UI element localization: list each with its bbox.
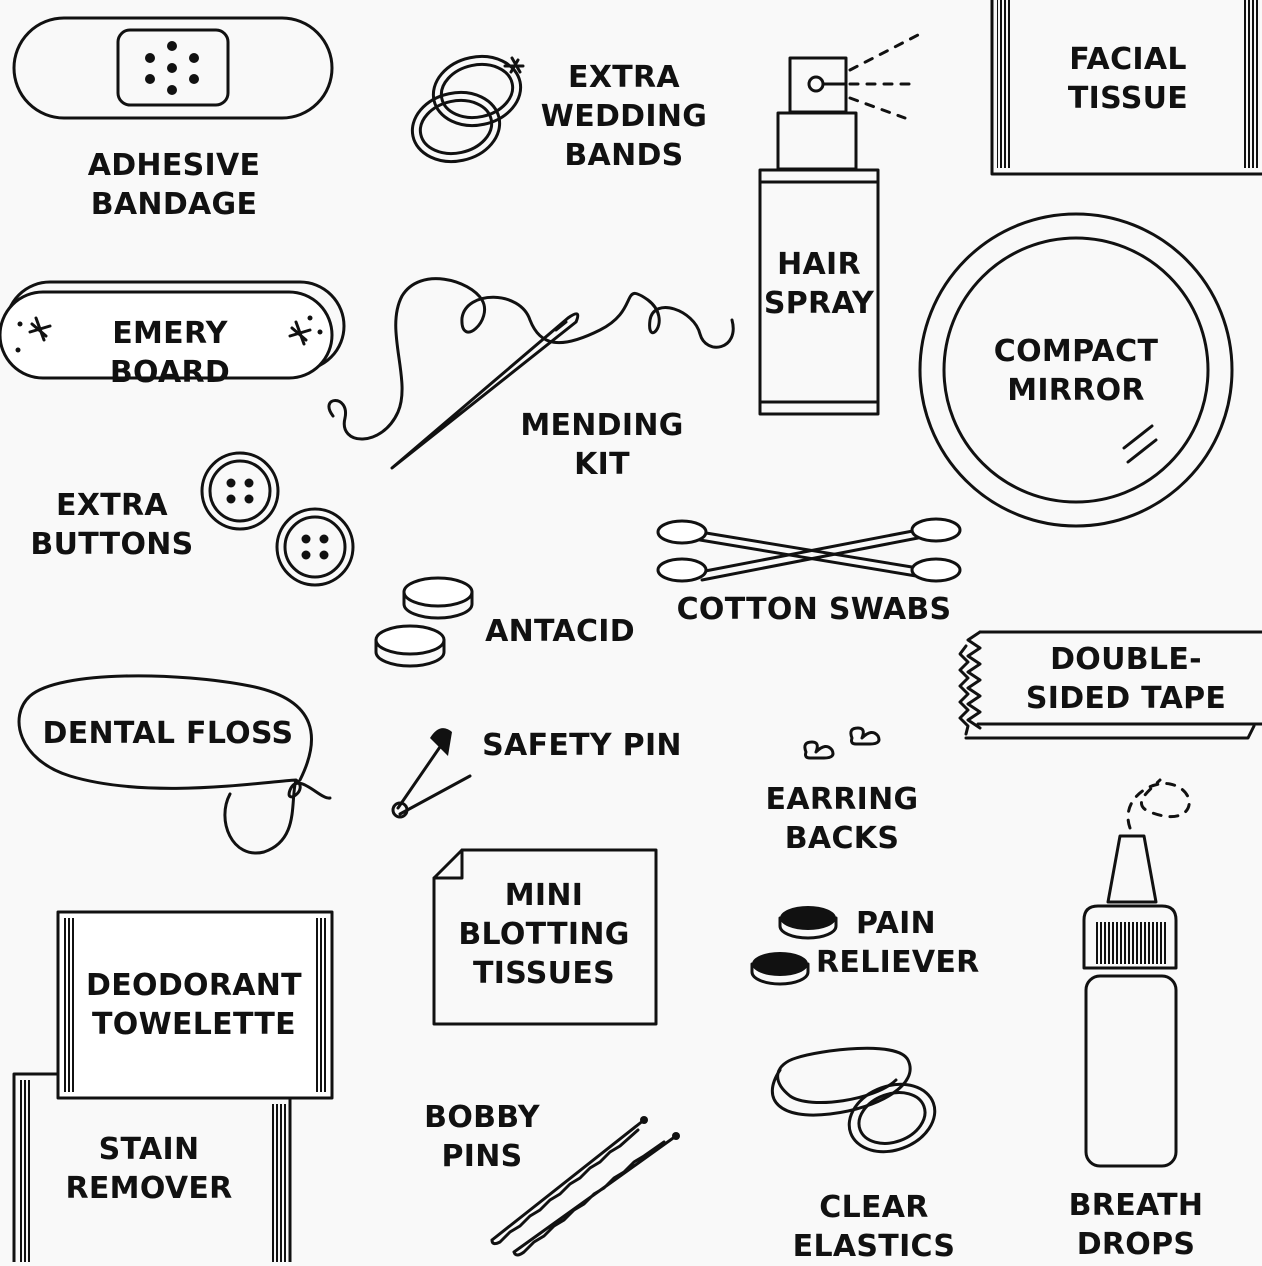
bobby-pins-icon: [492, 1116, 680, 1255]
breath-drops-icon: [1084, 780, 1189, 1166]
label-compact-mirror: COMPACT MIRROR: [993, 334, 1159, 408]
pain-reliever-icon: [752, 906, 836, 984]
label-adhesive-bandage: ADHESIVE BANDAGE: [87, 148, 261, 222]
hair-spray-icon: [760, 35, 918, 414]
label-mini-blotting-tissues: MINI BLOTTING TISSUES: [458, 878, 630, 991]
label-deodorant-towelette: DEODORANT TOWELETTE: [86, 968, 302, 1042]
antacid-icon: [376, 578, 472, 666]
blotting-tissues-icon: [434, 850, 656, 1024]
facial-tissue-icon: [992, 0, 1262, 174]
needle-thread-icon: [329, 279, 733, 468]
earring-backs-icon: [805, 728, 879, 758]
elastics-icon: [772, 1048, 944, 1163]
label-dental-floss: DENTAL FLOSS: [42, 716, 294, 751]
buttons-icon: [202, 453, 353, 585]
label-bobby-pins: BOBBY PINS: [424, 1100, 540, 1174]
emery-board-icon: [0, 282, 344, 378]
rings-icon: [406, 49, 527, 170]
label-extra-buttons: EXTRA BUTTONS: [30, 488, 194, 562]
label-stain-remover: STAIN REMOVER: [65, 1132, 233, 1206]
label-extra-wedding-bands: EXTRA WEDDING BANDS: [540, 60, 708, 173]
label-emery-board: EMERY BOARD: [109, 316, 231, 390]
cotton-swabs-icon: [658, 519, 960, 581]
label-breath-drops: BREATH DROPS: [1068, 1188, 1204, 1262]
safety-pin-icon: [393, 728, 470, 817]
compact-mirror-icon: [920, 214, 1232, 526]
label-clear-elastics: CLEAR ELASTICS: [792, 1190, 956, 1264]
dental-floss-icon: [19, 676, 330, 853]
label-earring-backs: EARRING BACKS: [765, 782, 919, 856]
stain-remover-icon: [14, 1074, 290, 1262]
label-cotton-swabs: COTTON SWABS: [676, 592, 952, 627]
tape-icon: [960, 632, 1262, 738]
label-mending-kit: MENDING KIT: [520, 408, 684, 482]
towelette-icon: [58, 912, 332, 1098]
label-facial-tissue: FACIAL TISSUE: [1067, 42, 1189, 116]
label-safety-pin: SAFETY PIN: [482, 728, 682, 763]
label-antacid: ANTACID: [485, 614, 635, 649]
bandage-icon: [14, 18, 332, 118]
label-double-sided-tape: DOUBLE- SIDED TAPE: [1025, 642, 1227, 716]
label-hair-spray: HAIR SPRAY: [763, 247, 875, 321]
label-pain-reliever: PAIN RELIEVER: [816, 906, 980, 980]
